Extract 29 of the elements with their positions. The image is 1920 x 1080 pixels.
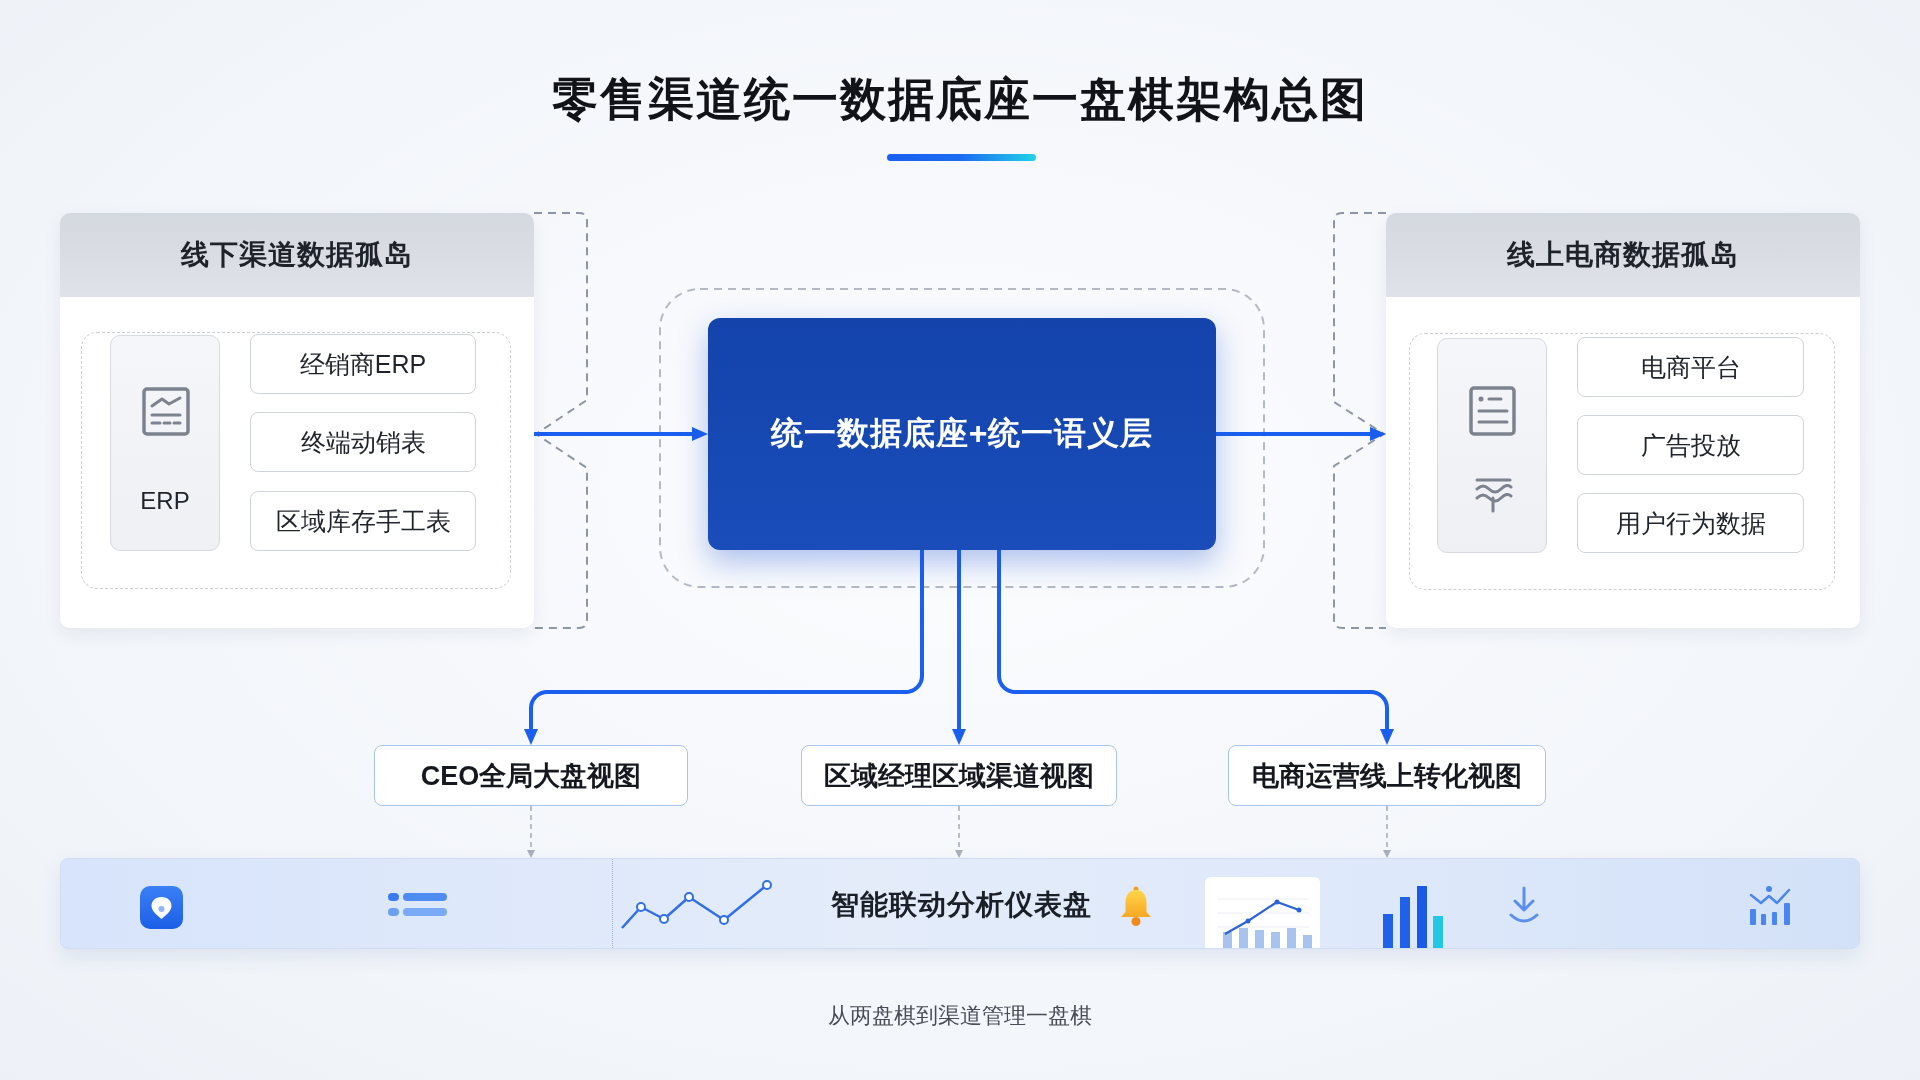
- view-box: 区域经理区域渠道视图: [801, 745, 1117, 806]
- card-label: ERP: [140, 487, 190, 515]
- source-box: 区域库存手工表: [250, 491, 476, 551]
- panel-header: 线上电商数据孤岛: [1386, 213, 1860, 297]
- source-box: 用户行为数据: [1577, 493, 1804, 553]
- title: 零售渠道统一数据底座一盘棋架构总图: [552, 72, 1368, 127]
- source-box: 终端动销表: [250, 412, 476, 472]
- core-box: 统一数据底座+统一语义层: [708, 318, 1216, 550]
- arrow: [527, 805, 535, 859]
- icon-card: [1437, 338, 1547, 553]
- panel: [1386, 213, 1860, 628]
- arrow: [534, 427, 708, 441]
- source-card: [110, 335, 220, 551]
- arrow: [997, 550, 1394, 745]
- source-box: 广告投放: [1577, 415, 1804, 475]
- arrow: [1216, 427, 1386, 441]
- panel: [60, 213, 534, 628]
- view-box: CEO全局大盘视图: [374, 745, 688, 806]
- arrow: [524, 550, 924, 745]
- panel-header: 线下渠道数据孤岛: [60, 213, 534, 297]
- arrow: [1383, 805, 1391, 859]
- caption: 从两盘棋到渠道管理一盘棋: [828, 1002, 1092, 1030]
- arrow: [952, 550, 966, 745]
- dashboard-title: 智能联动分析仪表盘: [830, 888, 1092, 922]
- dashboard-bar: [60, 858, 1860, 949]
- source-box: 电商平台: [1577, 337, 1804, 397]
- source-box: 经销商ERP: [250, 334, 476, 394]
- arrow: [955, 805, 963, 859]
- view-box: 电商运营线上转化视图: [1228, 745, 1546, 806]
